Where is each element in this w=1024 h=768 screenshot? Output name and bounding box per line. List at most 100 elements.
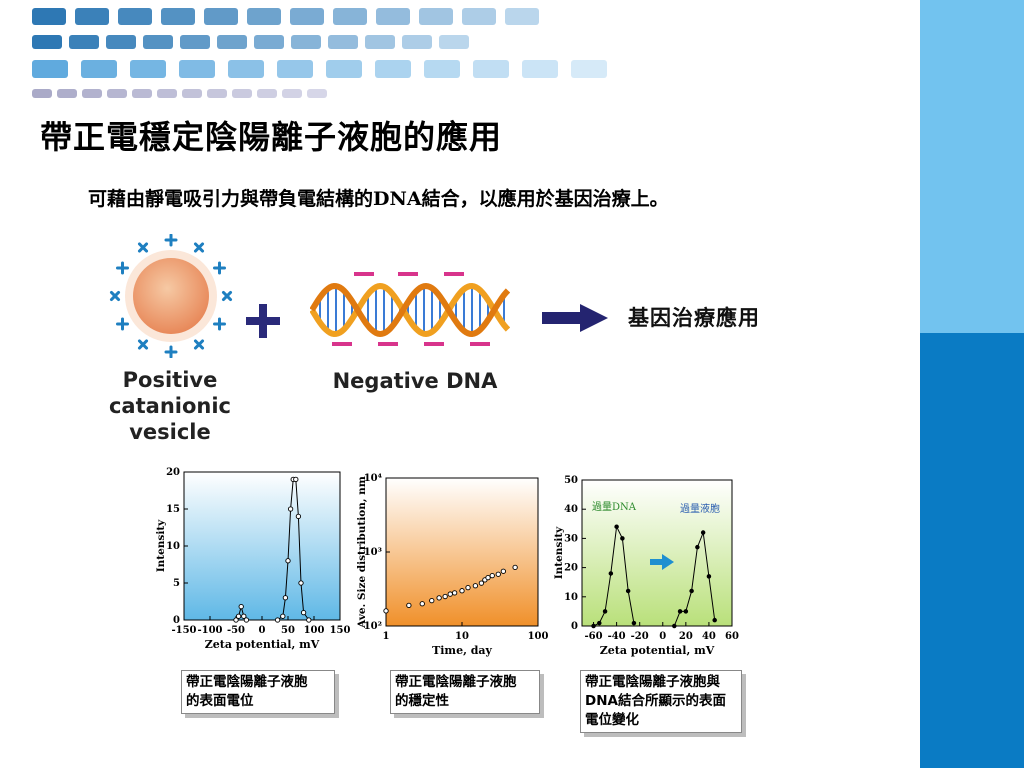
data-point	[683, 609, 689, 614]
data-point	[233, 617, 239, 623]
x-tick-label: 0	[659, 631, 666, 642]
plot-area	[183, 471, 341, 621]
tile	[282, 89, 302, 98]
annotation-excess-dna: 過量DNA	[592, 501, 637, 513]
x-tick-label: 100	[528, 631, 549, 642]
tile	[32, 8, 66, 25]
dna-label: Negative DNA	[332, 369, 498, 393]
slide-subtitle: 可藉由靜電吸引力與帶負電結構的DNA結合，以應用於基因治療上。	[88, 188, 669, 210]
x-tick-label: -150	[171, 625, 196, 636]
tile-row	[32, 8, 539, 25]
data-point	[631, 620, 637, 626]
data-point	[287, 506, 294, 512]
positive-charge-icon	[116, 317, 130, 331]
slide-title: 帶正電穩定陰陽離子液胞的應用	[40, 118, 503, 156]
x-tick-label: 20	[679, 631, 693, 642]
data-point	[235, 613, 242, 619]
caption-zeta-potential: 帶正電陰陽離子液胞的表面電位	[181, 670, 335, 714]
data-point	[293, 476, 299, 483]
data-point	[295, 513, 302, 520]
tile	[180, 35, 210, 49]
positive-charge-icon	[212, 317, 226, 331]
data-point	[706, 574, 712, 579]
data-point	[436, 595, 442, 601]
y-tick-label: 10²	[364, 621, 382, 632]
tile	[419, 8, 453, 25]
tile-row	[32, 35, 469, 49]
data-point	[419, 601, 425, 607]
tile	[32, 35, 62, 49]
data-point	[451, 590, 458, 596]
data-point	[614, 524, 619, 529]
data-point	[512, 564, 518, 571]
tile	[326, 60, 362, 78]
tile	[217, 35, 247, 49]
data-point	[689, 588, 694, 594]
tile	[473, 60, 509, 78]
data-point	[306, 617, 312, 623]
y-tick-label: 0	[571, 621, 578, 632]
therapy-label: 基因治療應用	[628, 306, 760, 330]
y-tick-label: 5	[173, 578, 180, 589]
tile	[32, 89, 52, 98]
data-point	[241, 613, 247, 619]
tile	[402, 35, 432, 49]
x-tick-label: -100	[197, 625, 222, 636]
tile	[328, 35, 358, 49]
data-point	[489, 572, 495, 579]
data-point	[700, 530, 706, 535]
data-point	[282, 595, 289, 601]
x-axis-label: Zeta potential, mV	[600, 644, 715, 657]
tile	[365, 35, 395, 49]
data-point	[274, 617, 281, 623]
side-bar-dark	[920, 333, 1024, 768]
x-tick-label: 100	[304, 625, 325, 636]
y-tick-label: 20	[166, 467, 180, 478]
side-bar-light	[920, 0, 1024, 333]
x-tick-label: 0	[259, 625, 266, 636]
data-point	[625, 588, 631, 594]
tile	[157, 89, 177, 98]
tile-row	[32, 89, 327, 98]
tile	[207, 89, 227, 98]
annotation-excess-vesicle: 過量液胞	[680, 502, 720, 515]
shift-arrow-icon	[650, 554, 674, 570]
x-tick-label: -20	[631, 631, 649, 642]
y-tick-label: 10⁴	[364, 473, 383, 484]
positive-charge-icon	[193, 339, 205, 350]
tile	[254, 35, 284, 49]
tile	[228, 60, 264, 78]
tile	[505, 8, 539, 25]
x-axis-label: Zeta potential, mV	[205, 638, 320, 651]
x-tick-label: 150	[330, 625, 350, 636]
tile	[82, 89, 102, 98]
positive-charge-icon	[164, 345, 178, 358]
data-point	[459, 588, 465, 594]
series-line	[235, 478, 310, 621]
y-tick-label: 30	[564, 533, 578, 544]
tile	[247, 8, 281, 25]
x-tick-label: 1	[383, 631, 390, 642]
y-axis-label: Intensity	[553, 526, 565, 579]
tile	[424, 60, 460, 78]
data-point	[695, 544, 700, 550]
y-tick-label: 10	[564, 592, 578, 603]
tile	[69, 35, 99, 49]
tile	[291, 35, 321, 49]
x-tick-label: 60	[725, 631, 739, 642]
tile	[132, 89, 152, 98]
data-point	[465, 584, 471, 591]
vesicle-illustration	[109, 234, 233, 358]
data-point	[591, 623, 596, 629]
vesicle-label: Positive catanionic vesicle	[108, 368, 231, 444]
tile	[182, 89, 202, 98]
data-point	[677, 609, 683, 614]
data-point	[238, 604, 244, 610]
tile-row	[32, 60, 607, 78]
data-point	[280, 613, 286, 619]
tile	[81, 60, 117, 78]
y-tick-label: 10	[166, 541, 180, 552]
positive-charge-icon	[212, 261, 226, 275]
positive-charge-icon	[109, 290, 121, 302]
